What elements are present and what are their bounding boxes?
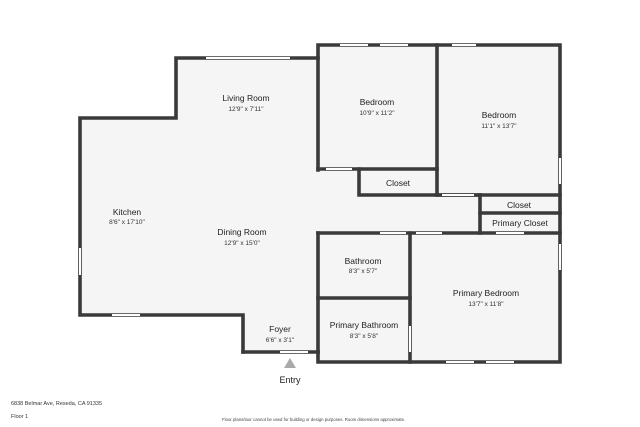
room-name-dining-room: Dining Room [217, 227, 266, 237]
room-name-bedroom-1: Bedroom [360, 97, 395, 107]
room-labels: Living Room 12'9" x 7'11" Bedroom 10'9" … [109, 93, 548, 344]
exterior-wall-west [78, 56, 320, 354]
main-floor-area [80, 58, 480, 352]
room-dims-foyer: 6'6" x 3'1" [266, 337, 295, 344]
bedroom-2-floor [439, 45, 560, 195]
room-dims-kitchen: 8'6" x 17'10" [109, 219, 145, 226]
room-name-bedroom-2: Bedroom [482, 110, 517, 120]
primary-bedroom-floor [410, 234, 560, 362]
room-name-primary-bathroom: Primary Bathroom [330, 320, 399, 330]
room-name-closet-2: Closet [507, 200, 532, 210]
room-dims-dining-room: 12'9" x 15'0" [224, 240, 260, 247]
primary-bathroom-floor [318, 299, 409, 362]
room-name-closet-1: Closet [386, 178, 411, 188]
disclaimer-text: Floor plans/tour cannot be used for buil… [222, 417, 406, 422]
address-text: 6838 Belmar Ave, Reseda, CA 91335 [11, 401, 103, 407]
closet-1-floor [359, 170, 437, 195]
room-dims-bathroom: 8'3" x 5'7" [349, 268, 378, 275]
room-name-kitchen: Kitchen [113, 207, 142, 217]
bathroom-floor [318, 234, 409, 298]
room-name-bathroom: Bathroom [345, 256, 382, 266]
room-dims-living-room: 12'9" x 7'11" [228, 106, 264, 113]
room-name-primary-closet: Primary Closet [492, 218, 548, 228]
closet-2-floor [480, 197, 560, 213]
room-name-living-room: Living Room [222, 93, 269, 103]
room-name-primary-bedroom: Primary Bedroom [453, 288, 519, 298]
room-dims-primary-bathroom: 8'3" x 5'8" [350, 333, 379, 340]
entry-label: Entry [279, 375, 301, 385]
floor-label: Floor 1 [11, 414, 29, 420]
room-name-foyer: Foyer [269, 324, 291, 334]
windows [79, 44, 561, 363]
room-dims-primary-bedroom: 13'7" x 11'8" [468, 301, 504, 308]
exterior-wall-north [316, 43, 562, 364]
floor-fills [80, 45, 560, 362]
room-dims-bedroom-2: 11'1" x 13'7" [481, 123, 517, 130]
room-dims-bedroom-1: 10'9" x 11'2" [359, 110, 395, 117]
primary-closet-floor [480, 214, 560, 233]
bedroom-1-floor [318, 45, 437, 169]
entry-arrow-icon [284, 358, 296, 368]
